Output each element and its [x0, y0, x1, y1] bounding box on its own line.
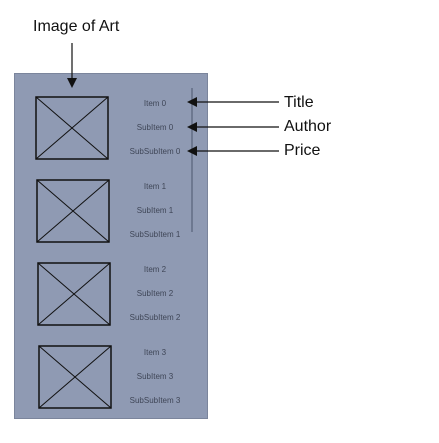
list-item[interactable]: Item 1 SubItem 1 SubSubItem 1	[15, 171, 209, 253]
image-placeholder-icon	[36, 179, 110, 243]
image-of-art-label: Image of Art	[33, 18, 120, 35]
list-item[interactable]: Item 0 SubItem 0 SubSubItem 0	[15, 88, 209, 170]
item-subtitle: SubItem 2	[136, 289, 174, 298]
list-panel[interactable]: Item 0 SubItem 0 SubSubItem 0 Item 1 Sub…	[14, 73, 208, 419]
image-placeholder-icon	[37, 262, 111, 326]
scrollbar[interactable]	[191, 88, 193, 232]
image-placeholder-icon	[38, 345, 112, 409]
item-title: Item 3	[143, 348, 167, 357]
list-item[interactable]: Item 3 SubItem 3 SubSubItem 3	[15, 337, 209, 419]
item-subtitle: SubItem 3	[136, 372, 174, 381]
item-price: SubSubItem 1	[129, 230, 181, 239]
title-label: Title	[284, 94, 314, 111]
item-title: Item 0	[143, 99, 167, 108]
list-item[interactable]: Item 2 SubItem 2 SubSubItem 2	[15, 254, 209, 336]
item-price: SubSubItem 0	[129, 147, 181, 156]
author-label: Author	[284, 118, 332, 135]
item-price: SubSubItem 3	[129, 396, 181, 405]
image-placeholder-icon	[35, 96, 109, 160]
item-subtitle: SubItem 0	[136, 123, 174, 132]
item-title: Item 1	[143, 182, 167, 191]
item-price: SubSubItem 2	[129, 313, 181, 322]
price-label: Price	[284, 142, 321, 159]
item-subtitle: SubItem 1	[136, 206, 174, 215]
item-title: Item 2	[143, 265, 167, 274]
